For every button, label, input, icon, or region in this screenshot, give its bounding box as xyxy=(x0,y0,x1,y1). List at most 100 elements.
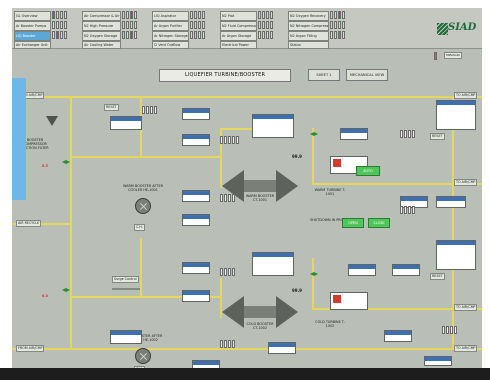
close-button[interactable]: CLOSE xyxy=(368,218,390,228)
cold-turbine-label: COLD TURBINE T-1002 xyxy=(315,320,345,328)
nav-led-group xyxy=(190,11,205,19)
instrument-panel[interactable] xyxy=(436,196,466,208)
valve-icon[interactable] xyxy=(310,270,318,278)
nav-led-group xyxy=(330,11,345,19)
cold-speed-value: 99.9 xyxy=(292,288,302,293)
cold-booster-compressor-icon[interactable] xyxy=(222,296,244,328)
reset-bottom-button[interactable]: RESET xyxy=(430,273,445,280)
monitor-bottom-bezel xyxy=(0,368,490,380)
reset-top-right-button[interactable]: RESET xyxy=(430,133,445,140)
nav-ar-nitrogen-storage[interactable]: Ar Nitrogen Storage xyxy=(152,31,189,41)
cold-turbine-icon[interactable] xyxy=(276,296,298,328)
instrument-panel[interactable] xyxy=(182,214,210,226)
nav-n2-argon-filling[interactable]: N2 Argon Filling xyxy=(288,31,329,41)
nav-air-compressor[interactable]: Air Compressor & Air xyxy=(82,11,121,21)
cold-cooler-label: COLD BOOSTER AFTER COOLER HE-1002 xyxy=(123,334,163,342)
nav-ar-argon-storage[interactable]: Ar Argon Storage xyxy=(220,31,257,41)
instrument-panel[interactable] xyxy=(392,264,420,276)
warm-speed-value: 99.9 xyxy=(292,154,302,159)
status-led xyxy=(434,52,437,60)
nav-liq-booster[interactable]: LIQ Booster xyxy=(14,31,51,41)
pipe-right-vertical xyxy=(452,96,454,348)
nav-led-group xyxy=(190,21,205,29)
cold-turbine-status xyxy=(330,292,368,310)
instrument-panel[interactable] xyxy=(348,264,376,276)
pipe-warm-riser xyxy=(220,128,222,188)
nav-n2-plot[interactable]: N2 Plot xyxy=(220,11,257,21)
nav-n2-nitrogen-compressor[interactable]: N2 Nitrogen Compressor xyxy=(288,21,329,31)
logo-text: SIAD xyxy=(448,22,477,33)
warm-booster-label: WARM BOOSTER CT-1001 xyxy=(245,194,275,202)
nav-status[interactable]: Status xyxy=(288,41,329,49)
nav-air-cooling-water[interactable]: Air Cooling Water xyxy=(82,41,121,49)
nav-led-group xyxy=(190,31,205,39)
warm-booster-compressor-icon[interactable] xyxy=(222,170,244,202)
valve-icon[interactable] xyxy=(310,130,318,138)
alarm-indicator xyxy=(333,295,341,303)
gauge-bars xyxy=(220,194,235,202)
instrument-panel[interactable] xyxy=(424,356,452,366)
pipe-cooler-bottom xyxy=(140,238,142,298)
cold-shaft xyxy=(244,306,276,318)
pipe-warm-outlet xyxy=(312,183,482,185)
nav-n2-fluid-compressor[interactable]: N2 Fluid Compressor xyxy=(220,21,257,31)
warm-auto-button[interactable]: AUTO xyxy=(356,166,380,176)
instrument-panel[interactable] xyxy=(182,190,210,202)
nav-ar-argon-purifier[interactable]: Ar Argon Purifier xyxy=(152,21,189,31)
pipe-warm-top xyxy=(220,128,260,130)
nav-cl-vent-outflow[interactable]: Cl Vent Outflow xyxy=(152,41,189,49)
gauge-bars xyxy=(220,340,235,348)
right-top-panel[interactable] xyxy=(436,100,476,130)
mechanical-view-button[interactable]: MECHANICAL VIEW xyxy=(346,69,388,81)
gauge-bars xyxy=(400,130,415,138)
reset-top-button[interactable]: RESET xyxy=(104,104,119,111)
open-button[interactable]: OPEN xyxy=(342,218,364,228)
instrument-panel[interactable] xyxy=(182,108,210,120)
cold-cooler-fan-icon[interactable] xyxy=(135,348,151,364)
gauge-bars xyxy=(220,136,239,144)
nav-n2-high-pressure[interactable]: N2 High Pressure xyxy=(82,21,121,31)
instrument-panel[interactable] xyxy=(182,290,210,302)
nav-led-group xyxy=(258,31,273,39)
from-air-bottom-tag: FROM AIR/CMP xyxy=(16,345,45,352)
surge-control-field[interactable] xyxy=(112,288,140,290)
nav-air-exchanger[interactable]: Air Exchanger Unit xyxy=(14,41,51,49)
nav-n2-oxygen-storage[interactable]: N2 Oxygen Storage xyxy=(82,31,121,41)
nav-ar-booster-pumps[interactable]: Ar Booster Pumps xyxy=(14,21,51,31)
nav-electrical-power[interactable]: Electrical Power xyxy=(220,41,257,49)
page-title: LIQUEFIER TURBINE/BOOSTER xyxy=(159,69,291,82)
instrument-panel[interactable] xyxy=(384,330,412,342)
nav-gl-overview[interactable]: GL Overview xyxy=(14,11,51,21)
valve-icon[interactable] xyxy=(62,158,70,166)
sheet-button[interactable]: SHEET 1 xyxy=(308,69,340,81)
cold-booster-label: COLD BOOSTER CT-1002 xyxy=(246,322,274,330)
nav-led-group xyxy=(122,11,137,19)
instrument-panel[interactable] xyxy=(340,128,368,140)
gauge-bars xyxy=(142,106,157,114)
nav-led-group xyxy=(330,21,345,29)
instrument-panel[interactable] xyxy=(182,134,210,146)
instrument-panel[interactable] xyxy=(110,116,142,130)
to-air-cmp-mid-tag: TO AIR/CMP xyxy=(454,179,478,186)
warm-ch-button[interactable]: C.H. xyxy=(134,224,145,231)
top-navigation: GL Overview Air Compressor & Air LIQ Asp… xyxy=(12,8,482,49)
warm-cooler-fan-icon[interactable] xyxy=(135,198,151,214)
pipe-main-top xyxy=(12,96,482,98)
air-recycle-tag: AIR RECYCLE xyxy=(16,220,42,227)
right-bottom-panel[interactable] xyxy=(436,240,476,270)
nav-n2-oxygen-recovery[interactable]: N2 Oxygen Recovery xyxy=(288,11,329,21)
left-top-value: 8.5 xyxy=(42,164,49,168)
gauge-bars xyxy=(220,268,235,276)
pipe-left-vertical xyxy=(70,96,72,348)
cold-main-panel[interactable] xyxy=(252,252,294,276)
instrument-panel[interactable] xyxy=(182,262,210,274)
warm-main-panel[interactable] xyxy=(252,114,294,138)
instrument-panel[interactable] xyxy=(268,342,296,354)
nav-liq-aspirator[interactable]: LIQ Aspirator xyxy=(152,11,189,21)
warm-turbine-icon[interactable] xyxy=(276,170,298,202)
instrument-panel[interactable] xyxy=(110,330,142,344)
to-air-cmp-bottom-tag: TO AIR/CMP xyxy=(454,304,478,311)
nav-led-group xyxy=(52,21,67,29)
left-bottom-value: 6.5 xyxy=(42,294,49,298)
valve-icon[interactable] xyxy=(62,286,70,294)
